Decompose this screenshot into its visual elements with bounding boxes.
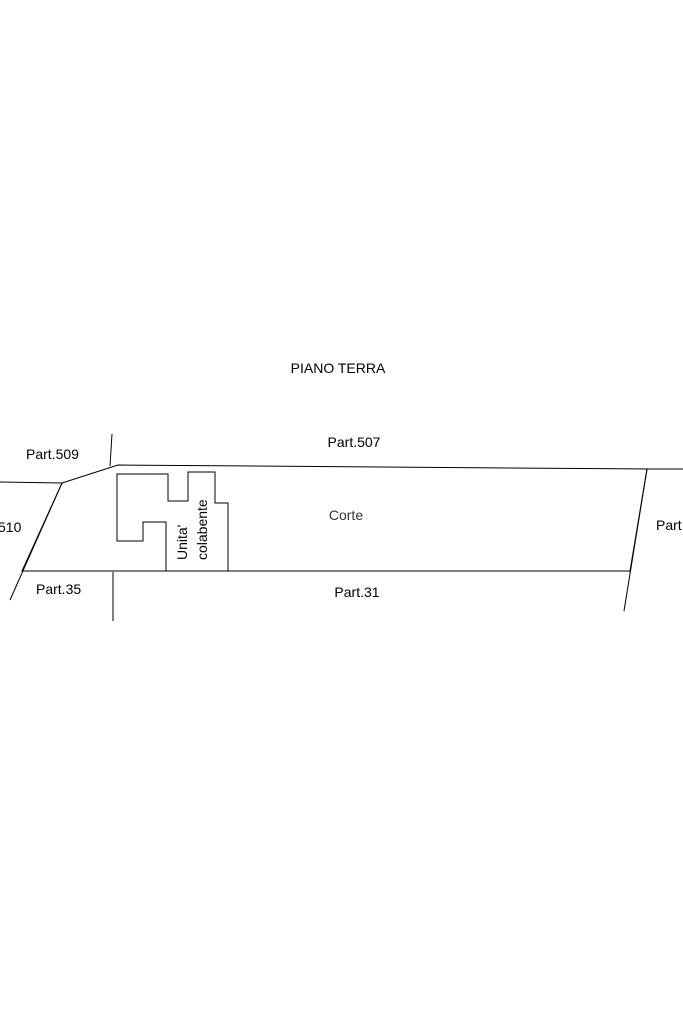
collapsed-unit-outline (116, 471, 229, 572)
parcel-label-35: Part.35 (36, 581, 81, 597)
parcel-label-507: Part.507 (328, 434, 381, 450)
parcel-label-31: Part.31 (334, 584, 379, 600)
plan-title: PIANO TERRA (291, 360, 386, 376)
collapsed-unit-label-line2: colabente (194, 499, 210, 560)
parcel-label-509: Part.509 (26, 446, 79, 462)
courtyard-label: Corte (329, 507, 363, 523)
boundary-509-510 (0, 481, 63, 484)
collapsed-unit-label: Unita' colabente (174, 499, 210, 560)
courtyard-outline (21, 464, 648, 572)
boundary-509-507 (109, 433, 113, 467)
parcel-label-510: 510 (0, 519, 22, 535)
parcel-label-right: Part (656, 517, 682, 533)
collapsed-unit-label-line1: Unita' (174, 525, 190, 560)
